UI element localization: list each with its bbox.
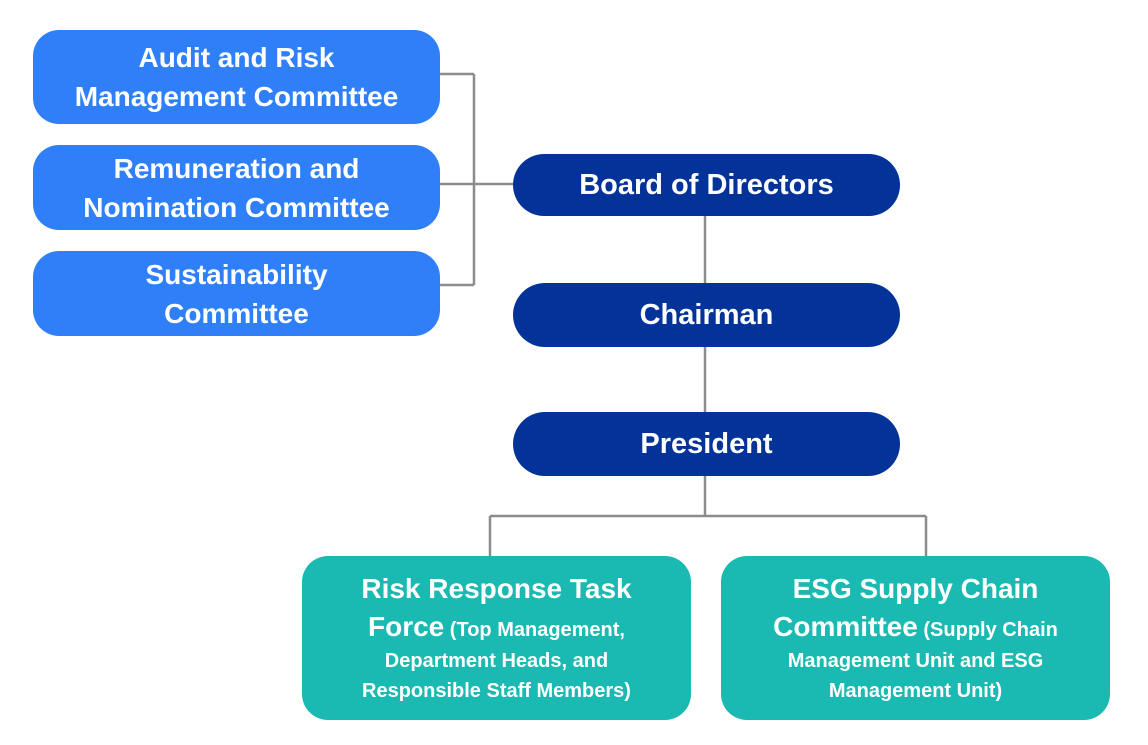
president-node: President (513, 412, 900, 476)
chairman-node: Chairman (513, 283, 900, 347)
esg-committee-line-2-head: Committee (773, 611, 918, 642)
audit-risk-committee-node: Audit and Risk Management Committee (33, 30, 440, 124)
audit-committee-line-1: Audit and Risk (138, 42, 335, 73)
board-of-directors-node: Board of Directors (513, 154, 900, 216)
remuneration-committee-line-1: Remuneration and (113, 152, 360, 184)
risk-task-force-line-2-sub: (Top Management, (444, 619, 625, 641)
remuneration-committee-line-2: Nomination Committee (83, 191, 390, 223)
audit-committee-line-2: Management Committee (74, 81, 399, 112)
esg-committee-line-1: ESG Supply Chain (792, 573, 1039, 604)
risk-task-force-line-2-head: Force (368, 611, 445, 642)
president-label: President (640, 427, 773, 460)
risk-task-force-line-3: Department Heads, and (384, 650, 609, 672)
sustainability-committee-node: Sustainability Committee (33, 251, 440, 336)
esg-committee-line-4: Management Unit) (828, 680, 1003, 702)
remuneration-nomination-committee-node: Remuneration and Nomination Committee (33, 145, 440, 230)
risk-response-task-force-node: Risk Response Task Force (Top Management… (302, 556, 691, 720)
sustainability-committee-line-1: Sustainability (145, 258, 328, 290)
risk-task-force-line-1: Risk Response Task (361, 573, 632, 604)
esg-supply-chain-committee-node: ESG Supply Chain Committee (Supply Chain… (721, 556, 1110, 720)
board-of-directors-label: Board of Directors (579, 168, 834, 201)
chairman-label: Chairman (639, 298, 774, 331)
esg-committee-line-3: Management Unit and ESG (787, 650, 1044, 672)
sustainability-committee-line-2: Committee (164, 297, 309, 329)
esg-committee-line-2-sub: (Supply Chain (917, 619, 1058, 641)
risk-task-force-line-4: Responsible Staff Members) (362, 680, 631, 702)
